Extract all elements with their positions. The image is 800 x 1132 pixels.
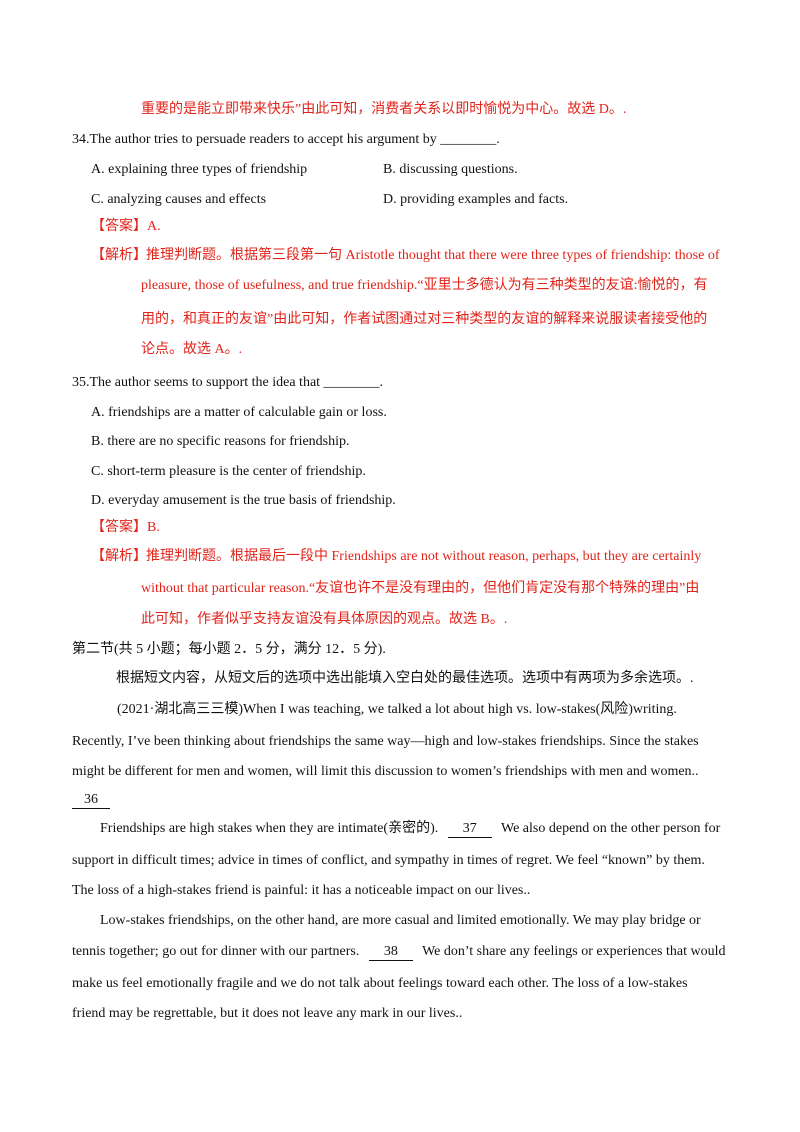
q35-stem: 35.The author seems to support the idea … xyxy=(72,375,384,390)
blank-36[interactable]: 36 xyxy=(72,792,110,809)
section-heading: 第二节(共 5 小题；每小题 2．5 分，满分 12．5 分). xyxy=(72,642,386,657)
q34-stem: 34.The author tries to persuade readers … xyxy=(72,132,500,147)
q35-analysis-label: 【解析】 xyxy=(91,549,147,564)
q35-analysis-line: without that particular reason.“友谊也许不是没有… xyxy=(141,581,700,596)
passage-line: might be different for men and women, wi… xyxy=(72,764,699,779)
passage-line: Recently, I’ve been thinking about frien… xyxy=(72,734,699,749)
q35-analysis-line: 此可知，作者似乎支持友谊没有具体原因的观点。故选 B。. xyxy=(141,612,508,627)
q35-option-d: D. everyday amusement is the true basis … xyxy=(91,493,396,508)
q34-option-a: A. explaining three types of friendship xyxy=(91,162,308,177)
q34-analysis-line: 用的，和真正的友谊”由此可知，作者试图通过对三种类型的友谊的解释来说服读者接受他… xyxy=(141,312,708,327)
q34-option-d: D. providing examples and facts. xyxy=(383,192,569,207)
passage-line: friend may be regrettable, but it does n… xyxy=(72,1006,463,1021)
blank-36-line: 36 xyxy=(72,791,110,809)
passage-text: Friendships are high stakes when they ar… xyxy=(100,821,439,836)
passage-text: tennis together; go out for dinner with … xyxy=(72,944,360,959)
passage-line: support in difficult times; advice in ti… xyxy=(72,853,705,868)
passage-line: (2021·湖北高三三模)When I was teaching, we tal… xyxy=(117,702,677,717)
q34-analysis-label: 【解析】 xyxy=(91,248,147,263)
q35-option-a: A. friendships are a matter of calculabl… xyxy=(91,405,387,420)
section-instruction: 根据短文内容，从短文后的选项中选出能填入空白处的最佳选项。选项中有两项为多余选项… xyxy=(116,671,694,686)
q33-analysis-line: 重要的是能立即带来快乐”由此可知，消费者关系以即时愉悦为中心。故选 D。. xyxy=(141,102,627,117)
q35-option-b: B. there are no specific reasons for fri… xyxy=(91,434,350,449)
passage-line: Low-stakes friendships, on the other han… xyxy=(100,913,701,928)
passage-text: We don’t share any feelings or experienc… xyxy=(422,944,726,959)
q34-analysis-line: 推理判断题。根据第三段第一句 Aristotle thought that th… xyxy=(146,248,720,263)
passage-line: Friendships are high stakes when they ar… xyxy=(100,820,720,838)
passage-line: The loss of a high-stakes friend is pain… xyxy=(72,883,531,898)
blank-38[interactable]: 38 xyxy=(368,944,413,961)
passage-line: make us feel emotionally fragile and we … xyxy=(72,976,688,991)
q35-answer: 【答案】B. xyxy=(91,520,160,535)
passage-text: We also depend on the other person for xyxy=(501,821,721,836)
q34-answer: 【答案】A. xyxy=(91,219,161,234)
blank-37[interactable]: 37 xyxy=(447,821,492,838)
q34-option-b: B. discussing questions. xyxy=(383,162,518,177)
q34-option-c: C. analyzing causes and effects xyxy=(91,192,267,207)
q34-analysis-line: pleasure, those of usefulness, and true … xyxy=(141,278,708,293)
q35-option-c: C. short-term pleasure is the center of … xyxy=(91,464,366,479)
q35-analysis-line: 推理判断题。根据最后一段中 Friendships are not withou… xyxy=(146,549,702,564)
q34-analysis-line: 论点。故选 A。. xyxy=(141,342,243,357)
passage-line: tennis together; go out for dinner with … xyxy=(72,943,725,961)
